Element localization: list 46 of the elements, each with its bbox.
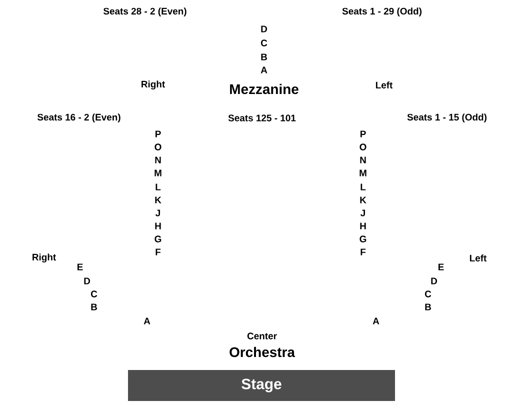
seat-label: Seats 1 - 15 (Odd) [407, 114, 486, 122]
seat-label: E [438, 264, 444, 270]
seat-label: C [260, 40, 268, 46]
seat-label: Seats 1 - 29 (Odd) [342, 8, 422, 16]
seat-label: E [78, 264, 83, 270]
seat-label: N [360, 156, 366, 164]
seat-label: A [372, 318, 380, 324]
seat-label: Left [470, 254, 487, 262]
seat-label: G [154, 236, 162, 242]
seat-label: Seats 16 - 2 (Even) [37, 114, 120, 122]
seat-label: B [425, 304, 431, 310]
seat-label: A [260, 66, 268, 74]
seat-label: D [431, 278, 438, 284]
seat-label: K [360, 196, 366, 204]
seat-label: K [155, 196, 162, 204]
seat-label: N [155, 156, 161, 164]
seat-label: B [91, 304, 97, 310]
seat-label: O [360, 144, 366, 150]
seat-label: P [360, 130, 366, 138]
seat-label: Center [247, 332, 277, 340]
seat-label: F [360, 248, 366, 256]
seat-label: C [90, 290, 98, 298]
seat-label: H [360, 222, 366, 230]
seat-label: D [261, 26, 268, 32]
seat-label: M [154, 170, 162, 176]
seat-label: Right [32, 254, 56, 262]
seat-label: M [360, 170, 366, 176]
seat-label: Seats 28 - 2 (Even) [103, 8, 186, 16]
seat-label: F [156, 248, 161, 256]
seat-label: A [144, 318, 150, 324]
seat-label: D [84, 278, 90, 284]
seat-label: L [360, 184, 366, 190]
seat-label: L [156, 184, 161, 190]
seat-label: C [424, 290, 432, 298]
seat-label: B [261, 54, 267, 60]
seat-label: J [360, 210, 365, 216]
section-title: Mezzanine [230, 84, 298, 94]
seat-label: Seats 125 - 101 [228, 114, 296, 122]
seat-label: O [154, 144, 162, 150]
seat-label: P [156, 130, 161, 138]
seat-label: G [360, 236, 366, 242]
seat-label: J [156, 210, 160, 216]
seat-label: Left [376, 82, 393, 88]
seat-label: H [155, 222, 161, 230]
seat-label: Right [142, 80, 165, 90]
stage-box: Stage [128, 370, 395, 401]
